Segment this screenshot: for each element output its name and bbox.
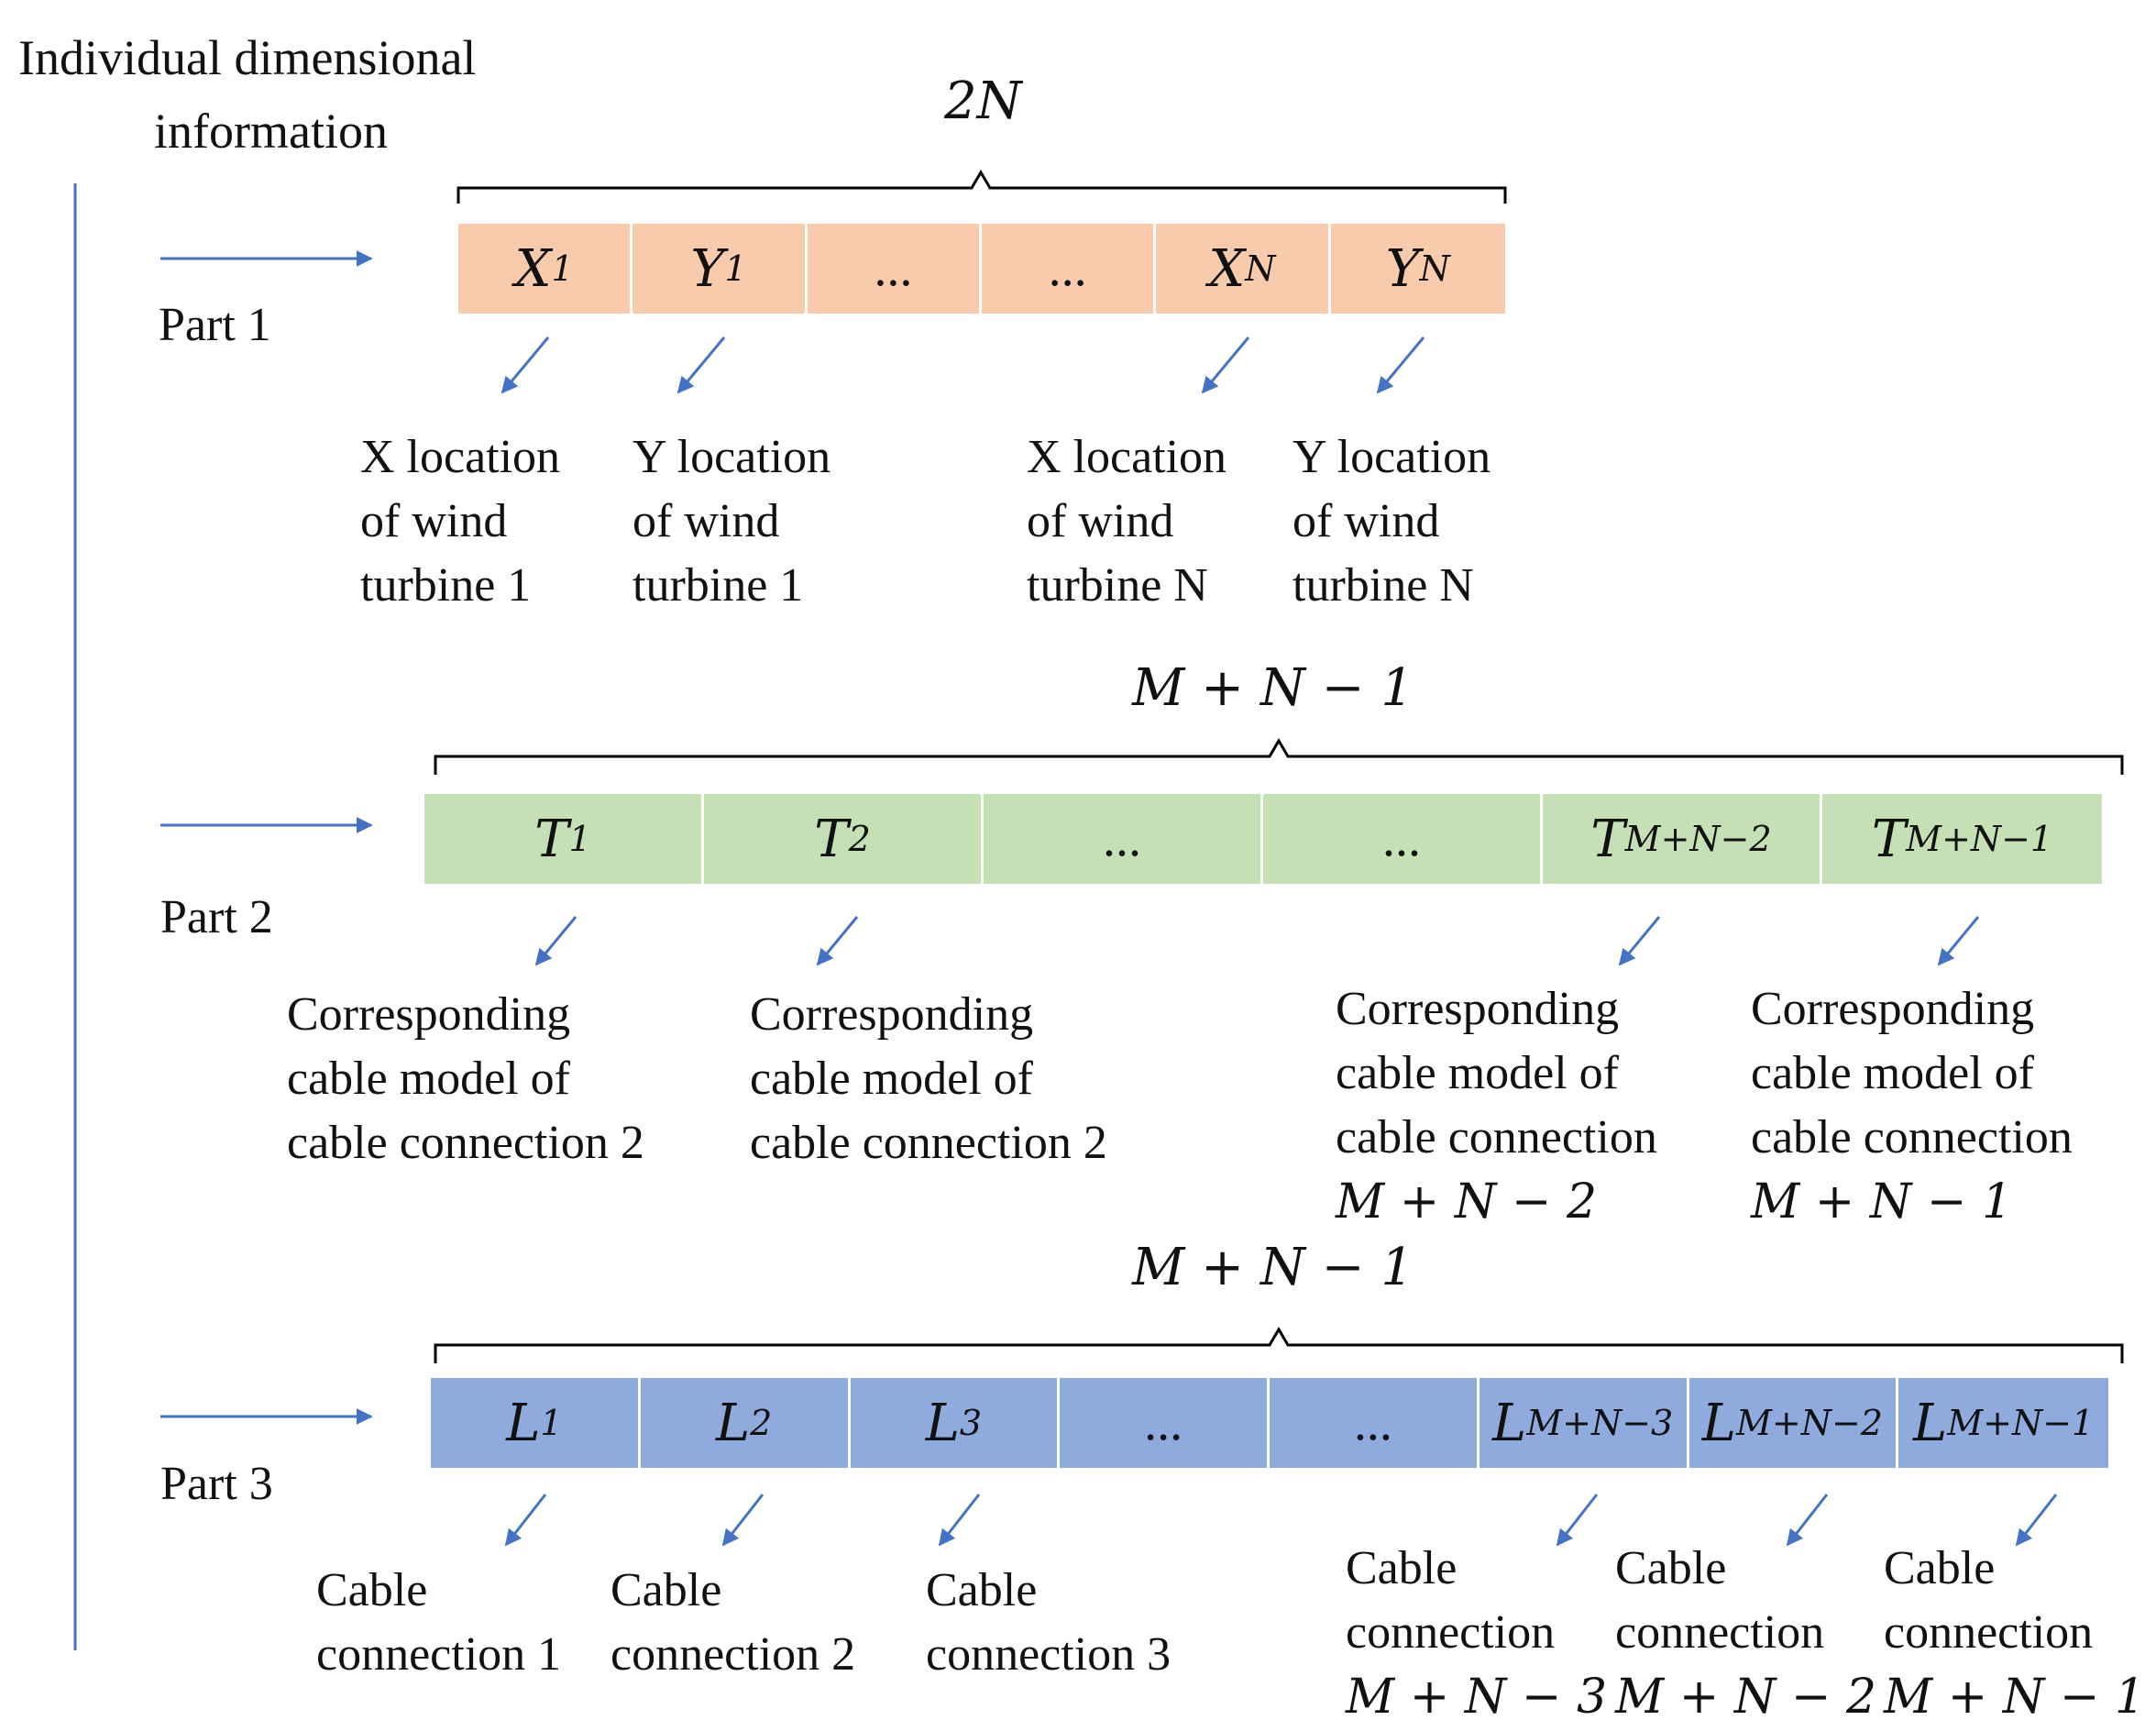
part-3-desc-arrow [1556,1494,1599,1547]
part-1-label: Part 1 [159,299,271,351]
part-2-desc-arrow [534,916,578,966]
part-2-label: Part 2 [160,891,273,943]
part-3-brace [434,1327,2124,1363]
part-2-total: M + N − 1 [1132,658,1414,718]
part-2-cell: ... [984,794,1263,884]
part-2-brace [434,738,2124,775]
part-1-desc-arrow [676,336,726,394]
part-2-desc-arrow [1937,916,1980,966]
part-3-cell: ... [1060,1378,1270,1468]
part-1-desc-arrow [1376,336,1425,394]
part-3-total: M + N − 1 [1132,1238,1414,1297]
part-1-cell: ... [807,224,982,314]
part-2-desc-arrow [1618,916,1661,966]
part-3-desc-arrow [721,1494,764,1547]
header-line-2: information [154,104,388,159]
header-line-1: Individual dimensional [18,30,477,85]
part-1-desc-arrow [1201,336,1250,394]
part-3-label: Part 3 [160,1458,273,1510]
part-3-cell: ... [1270,1378,1480,1468]
part-3-desc-arrow [1786,1494,1829,1547]
part-1-cell: ... [981,224,1157,314]
part-2-desc-arrow [816,916,859,966]
part-2-cell: ... [1263,794,1543,884]
part-1-total: 2N [944,72,1022,131]
part-3-desc-arrow [504,1494,547,1547]
part-3-desc-arrow [2015,1494,2058,1547]
part-1-brace [456,170,1507,204]
part-3-desc-arrow [938,1494,981,1547]
part-1-desc-arrow [500,336,550,394]
